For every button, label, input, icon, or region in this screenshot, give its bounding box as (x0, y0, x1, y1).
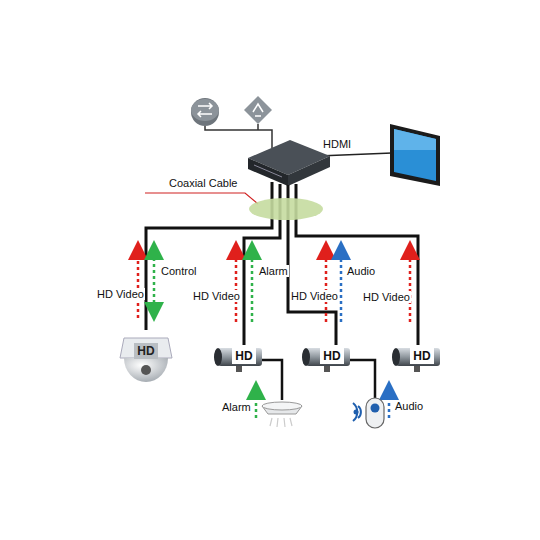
signal-label: Audio (394, 400, 424, 412)
signal-label: Alarm (221, 401, 252, 413)
camera-badge: HD (410, 348, 434, 364)
signal-label: HD Video (192, 290, 241, 302)
signal-label: Coaxial Cable (168, 177, 238, 189)
ptz-dome-camera (120, 338, 172, 382)
camera-badge-text: HD (413, 350, 430, 362)
camera-badge-text: HD (235, 350, 252, 362)
bullet-camera (214, 348, 262, 372)
signal-label: HD Video (362, 291, 411, 303)
signal-label: HDMI (322, 138, 352, 150)
signal-arrows (138, 250, 410, 418)
audio-wire (350, 360, 375, 398)
router-icon (191, 98, 219, 126)
signal-label: Audio (346, 265, 376, 277)
coaxial-cable (146, 182, 418, 345)
monitor-icon (390, 124, 440, 186)
bullet-camera (302, 348, 350, 372)
signal-label: HD Video (96, 288, 145, 300)
signal-label: Control (160, 265, 197, 277)
microphone (353, 398, 384, 428)
hdmi-wire (318, 153, 392, 156)
camera-badge-text: HD (137, 345, 154, 357)
leader-line (145, 193, 258, 204)
camera-badge-text: HD (323, 350, 340, 362)
network-wire (205, 124, 272, 148)
dvr-box (248, 140, 330, 186)
signal-label: HD Video (290, 290, 339, 302)
cable-bundle-band (249, 198, 323, 220)
bullet-camera (392, 348, 440, 372)
camera-badge: HD (320, 348, 344, 364)
camera-badge: HD (134, 343, 158, 359)
alarm-sensor (262, 402, 302, 427)
camera-badge: HD (232, 348, 256, 364)
alarm-wire (262, 360, 282, 400)
signal-label: Alarm (258, 265, 289, 277)
wireless-ap-icon (244, 96, 272, 124)
